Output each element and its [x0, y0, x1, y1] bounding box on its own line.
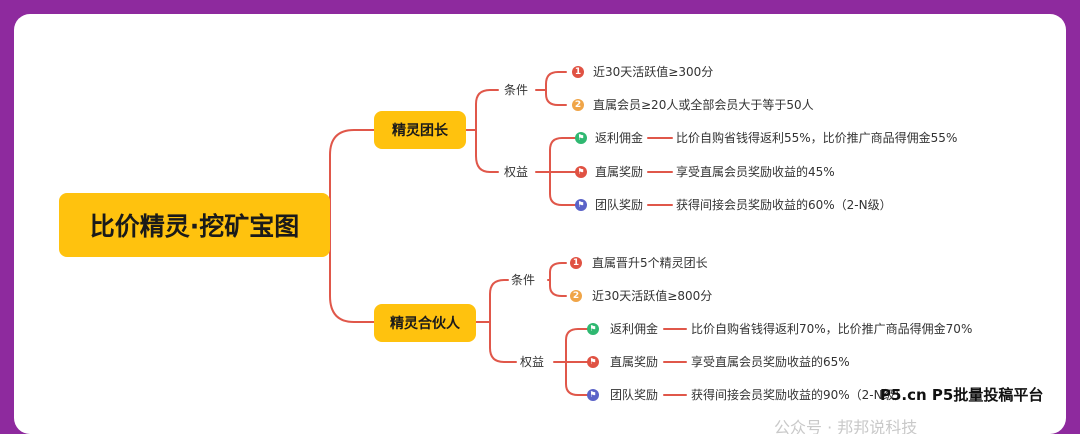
condition-item: 直属晋升5个精灵团长: [592, 256, 708, 270]
number-1-icon: 1: [572, 66, 584, 78]
number-2-icon: 2: [572, 99, 584, 111]
root-topic: 比价精灵·挖矿宝图: [59, 193, 330, 257]
faded-watermark: 公众号 · 邦邦说科技: [774, 418, 918, 434]
benefit-desc: 享受直属会员奖励收益的65%: [691, 355, 850, 369]
conditions-label-1: 条件: [504, 83, 529, 97]
number-2-icon: 2: [570, 290, 582, 302]
benefit-name: 团队奖励: [595, 198, 644, 212]
benefit-name: 返利佣金: [595, 131, 644, 145]
benefits-label-1: 权益: [504, 165, 529, 179]
mindmap-card: 比价精灵·挖矿宝图 精灵团长 条件 权益 1 近30天活跃值≥300分 2 直属…: [14, 14, 1066, 434]
conditions-label-2: 条件: [511, 273, 536, 287]
benefit-desc: 获得间接会员奖励收益的60%（2-N级）: [676, 198, 892, 212]
condition-item: 近30天活跃值≥800分: [592, 289, 713, 303]
benefit-name: 团队奖励: [610, 388, 659, 402]
flag-icon: ⚑: [575, 199, 587, 211]
benefit-name: 直属奖励: [610, 355, 659, 369]
flag-icon: ⚑: [587, 323, 599, 335]
benefits-label-2: 权益: [520, 355, 545, 369]
benefit-desc: 享受直属会员奖励收益的45%: [676, 165, 835, 179]
condition-item: 直属会员≥20人或全部会员大于等于50人: [593, 98, 814, 112]
flag-icon: ⚑: [587, 389, 599, 401]
flag-icon: ⚑: [575, 132, 587, 144]
benefit-desc: 比价自购省钱得返利55%，比价推广商品得佣金55%: [676, 131, 958, 145]
benefit-desc: 获得间接会员奖励收益的90%（2-N级）: [691, 388, 907, 402]
branch-team-leader: 精灵团长: [374, 111, 466, 149]
site-watermark: P5.cn P5批量投稿平台: [880, 386, 1044, 404]
benefit-desc: 比价自购省钱得返利70%，比价推广商品得佣金70%: [691, 322, 973, 336]
flag-icon: ⚑: [575, 166, 587, 178]
branch-partner: 精灵合伙人: [374, 304, 476, 342]
condition-item: 近30天活跃值≥300分: [593, 65, 714, 79]
connector-lines: [329, 71, 687, 396]
flag-icon: ⚑: [587, 356, 599, 368]
benefit-name: 返利佣金: [610, 322, 659, 336]
number-1-icon: 1: [570, 257, 582, 269]
benefit-name: 直属奖励: [595, 165, 644, 179]
